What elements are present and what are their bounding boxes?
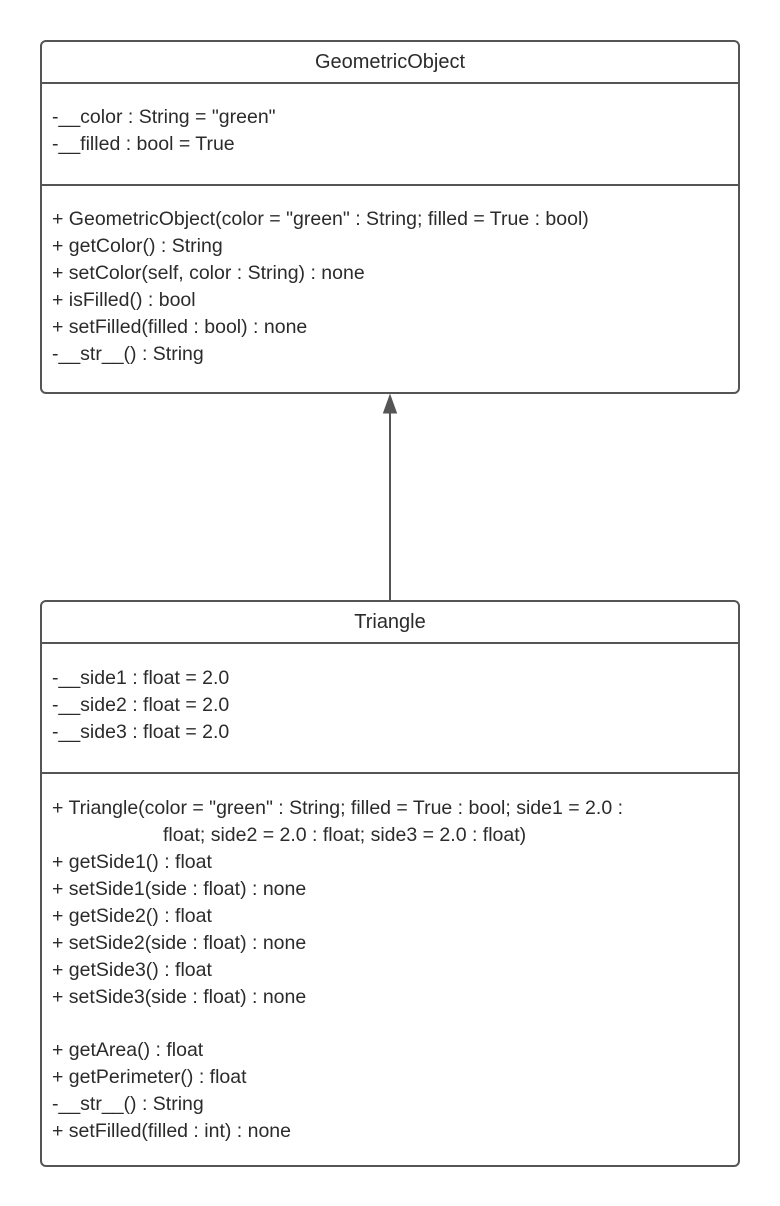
operation: + setSide2(side : float) : none [52, 932, 307, 954]
class-name: Triangle [42, 602, 738, 644]
operation: + setSide1(side : float) : none [52, 878, 307, 900]
attribute: -__side1 : float = 2.0 [52, 667, 230, 689]
attribute: -__side2 : float = 2.0 [52, 694, 230, 716]
operation: + getPerimeter() : float [52, 1066, 247, 1088]
operation: + getSide2() : float [52, 905, 212, 927]
operation: + isFilled() : bool [52, 289, 196, 311]
attributes-section: -__color : String = "green" -__filled : … [42, 84, 738, 186]
attribute: -__filled : bool = True [52, 133, 235, 155]
operation: -__str__() : String [52, 343, 204, 365]
operation: + getArea() : float [52, 1039, 204, 1061]
operation: + GeometricObject(color = "green" : Stri… [52, 208, 589, 230]
class-box-triangle: Triangle -__side1 : float = 2.0 -__side2… [40, 600, 740, 1167]
class-name: GeometricObject [42, 42, 738, 84]
constructor: + Triangle(color = "green" : String; fil… [52, 797, 623, 819]
inheritance-arrowhead [382, 393, 398, 414]
operation: + setSide3(side : float) : none [52, 986, 307, 1008]
attributes-section: -__side1 : float = 2.0 -__side2 : float … [42, 644, 738, 774]
operation: + getSide3() : float [52, 959, 212, 981]
operation-group-gap [52, 1011, 728, 1037]
class-box-geometricobject: GeometricObject -__color : String = "gre… [40, 40, 740, 394]
operation: + getColor() : String [52, 235, 223, 257]
operations-section: + Triangle(color = "green" : String; fil… [42, 774, 738, 1145]
operation: + getSide1() : float [52, 851, 212, 873]
attribute: -__color : String = "green" [52, 106, 276, 128]
operation: + setFilled(filled : bool) : none [52, 316, 308, 338]
operation: -__str__() : String [52, 1093, 204, 1115]
operation: + setFilled(filled : int) : none [52, 1120, 291, 1142]
operation: + setColor(self, color : String) : none [52, 262, 365, 284]
attribute: -__side3 : float = 2.0 [52, 721, 230, 743]
operations-section: + GeometricObject(color = "green" : Stri… [42, 186, 738, 368]
constructor-continuation: float; side2 = 2.0 : float; side3 = 2.0 … [163, 824, 527, 846]
